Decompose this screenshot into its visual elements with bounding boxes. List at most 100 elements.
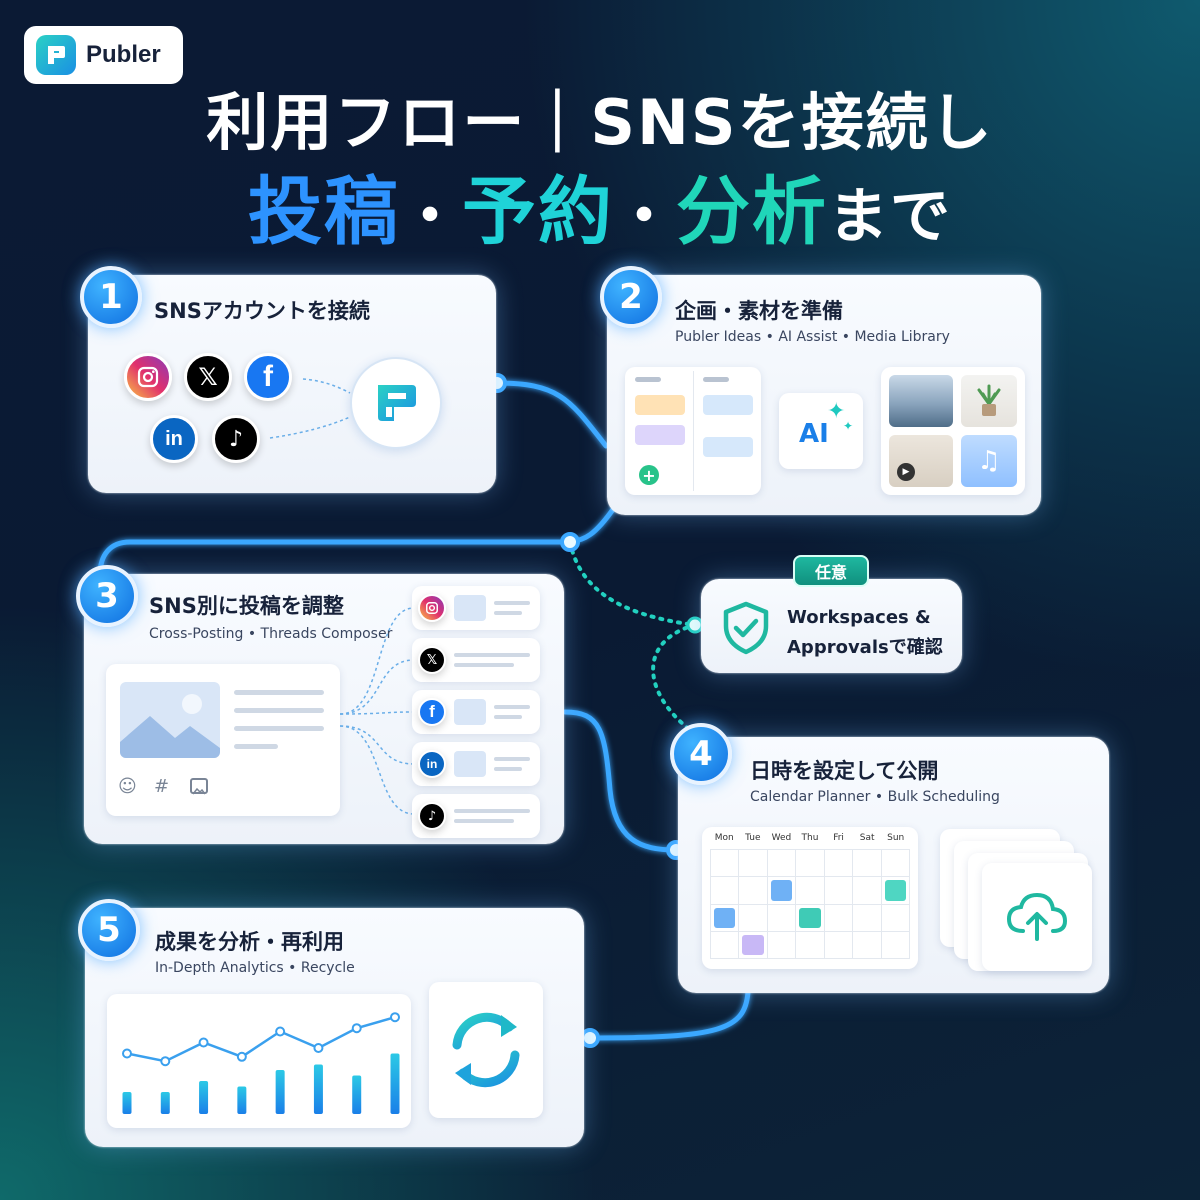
day-label: Fri xyxy=(833,833,844,843)
platform-row-instagram xyxy=(412,586,540,630)
scheduled-post[interactable] xyxy=(770,880,793,901)
play-icon[interactable]: ▶ xyxy=(897,463,915,481)
chart-bar xyxy=(122,1092,132,1114)
chart-bar xyxy=(313,1064,323,1114)
publer-hub-icon xyxy=(350,357,442,449)
x-icon: 𝕏 xyxy=(418,646,446,674)
calendar-planner: Mon Tue Wed Thu Fri Sat Sun xyxy=(702,827,918,969)
chart-point xyxy=(390,1012,400,1023)
image-thumb xyxy=(454,751,486,777)
platform-row-linkedin: in xyxy=(412,742,540,786)
title-tail: まで xyxy=(828,182,952,252)
bulk-upload-tile[interactable] xyxy=(982,863,1092,971)
step-1-number: 1 xyxy=(80,266,142,328)
scheduled-post[interactable] xyxy=(799,907,821,928)
media-video: ▶ xyxy=(889,435,953,487)
scheduled-post[interactable] xyxy=(884,880,906,901)
post-composer: ☺ # xyxy=(106,664,340,816)
instagram-icon xyxy=(418,594,446,622)
linkedin-icon: in xyxy=(418,750,446,778)
idea-note-orange xyxy=(635,395,685,415)
analytics-chart xyxy=(107,994,411,1128)
step-2-subtitle: Publer Ideas • AI Assist • Media Library xyxy=(675,329,950,345)
chart-bar xyxy=(352,1075,362,1114)
idea-note-blue xyxy=(703,395,753,415)
chart-point xyxy=(313,1043,324,1053)
chart-bar xyxy=(275,1070,285,1114)
calendar-grid xyxy=(710,849,910,959)
connect-dots xyxy=(269,378,351,439)
shield-check-icon xyxy=(721,601,771,659)
platform-row-x: 𝕏 xyxy=(412,638,540,682)
recycle-tile[interactable] xyxy=(429,982,543,1118)
step-1-title: SNSアカウントを接続 xyxy=(154,299,370,323)
page-title-line1: 利用フロー｜SNSを接続し xyxy=(206,86,994,159)
step-2-title: 企画・素材を準備 xyxy=(675,299,843,323)
chart-bar xyxy=(199,1081,209,1114)
publer-mark-icon xyxy=(36,35,76,75)
chart-point xyxy=(351,1023,362,1034)
chart-bar xyxy=(237,1086,247,1114)
day-label: Tue xyxy=(745,833,761,843)
x-icon: 𝕏 xyxy=(184,353,232,401)
workspaces-line1: Workspaces & xyxy=(787,607,931,628)
chart-trend-line xyxy=(126,1015,396,1063)
step-4-title: 日時を設定して公開 xyxy=(750,759,939,783)
ideas-board: + xyxy=(625,367,761,495)
idea-note-blue-2 xyxy=(703,437,753,457)
chart-point xyxy=(275,1026,286,1037)
step-3-card: SNS別に投稿を調整 Cross-Posting • Threads Compo… xyxy=(84,574,564,844)
step-5-title: 成果を分析・再利用 xyxy=(155,930,344,954)
facebook-icon: f xyxy=(244,353,292,401)
workspaces-card: Workspaces & Approvalsで確認 xyxy=(701,579,962,673)
publer-logo: Publer xyxy=(24,26,183,84)
sparkle-icon: ✦ xyxy=(827,399,846,424)
step-3-title: SNS別に投稿を調整 xyxy=(149,594,344,618)
step-4-card: 日時を設定して公開 Calendar Planner • Bulk Schedu… xyxy=(678,737,1109,993)
chart-point xyxy=(198,1037,209,1048)
sparkle-icon: ✦ xyxy=(843,419,854,433)
idea-note-purple xyxy=(635,425,685,445)
step-3-subtitle: Cross-Posting • Threads Composer xyxy=(149,626,393,642)
title-analyze: 分析 xyxy=(676,169,828,255)
step-5-card: 成果を分析・再利用 In-Depth Analytics • Recycle xyxy=(85,908,584,1147)
hashtag-icon[interactable]: # xyxy=(154,776,170,797)
scheduled-post[interactable] xyxy=(714,907,736,928)
instagram-icon xyxy=(124,353,172,401)
title-sep: ・ xyxy=(614,182,676,252)
tiktok-icon: ♪ xyxy=(212,415,260,463)
step-2-card: 企画・素材を準備 Publer Ideas • AI Assist • Medi… xyxy=(607,275,1041,515)
chart-bar xyxy=(390,1053,400,1114)
image-thumb xyxy=(454,595,486,621)
image-icon[interactable] xyxy=(190,778,208,795)
ai-assist-tile: AI ✦ ✦ xyxy=(779,393,863,469)
step-5-number: 5 xyxy=(78,899,140,961)
step-4-subtitle: Calendar Planner • Bulk Scheduling xyxy=(750,789,1000,805)
add-idea-icon[interactable]: + xyxy=(639,465,659,485)
title-sep: ・ xyxy=(400,182,462,252)
calendar-header: Mon Tue Wed Thu Fri Sat Sun xyxy=(710,833,910,849)
step-1-card: SNSアカウントを接続 𝕏 f in ♪ xyxy=(88,275,496,493)
image-thumb xyxy=(454,699,486,725)
media-photo-lake xyxy=(889,375,953,427)
tiktok-icon: ♪ xyxy=(418,802,446,830)
recycle-icon xyxy=(452,1012,520,1088)
title-schedule: 予約 xyxy=(462,169,614,255)
media-library: ▶ ♫ xyxy=(881,367,1025,495)
linkedin-icon: in xyxy=(150,415,198,463)
page-title-line2: 投稿・予約・分析まで xyxy=(0,152,1200,259)
image-placeholder-icon xyxy=(120,682,220,758)
step-3-number: 3 xyxy=(76,565,138,627)
optional-badge: 任意 xyxy=(793,555,869,587)
music-note-icon: ♫ xyxy=(977,446,1001,476)
brand-name: Publer xyxy=(86,41,161,68)
step-2-number: 2 xyxy=(600,266,662,328)
scheduled-post[interactable] xyxy=(742,934,764,955)
ai-label: AI xyxy=(799,419,829,449)
title-post: 投稿 xyxy=(248,169,400,255)
media-photo-plant xyxy=(961,375,1017,427)
cloud-upload-icon xyxy=(1006,892,1068,941)
platform-row-tiktok: ♪ xyxy=(412,794,540,838)
day-label: Mon xyxy=(714,833,734,843)
emoji-icon[interactable]: ☺ xyxy=(118,776,137,797)
